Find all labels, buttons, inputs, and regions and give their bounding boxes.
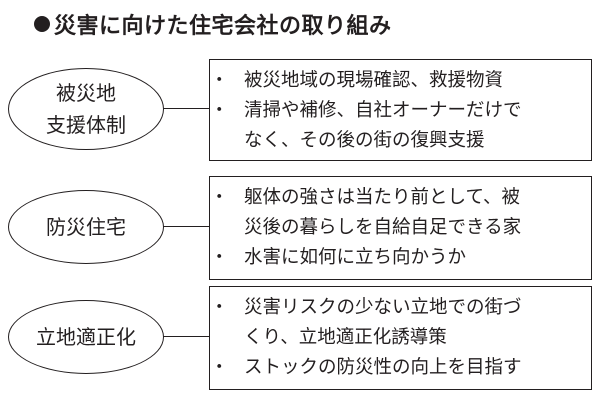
category-label-line: 支援体制 <box>46 113 126 137</box>
list-item: ・水害に如何に立ち向かうか <box>210 243 591 273</box>
category-oval-3: 立地適正化 <box>8 300 164 374</box>
bullet-circle-icon <box>34 16 50 32</box>
item-text: 水害に如何に立ち向かうか <box>244 247 467 268</box>
item-text: 躯体の強さは当たり前として、被 <box>244 187 521 208</box>
bullet-dot: ・ <box>210 247 229 268</box>
category-label-line: 被災地 <box>56 81 116 105</box>
list-item: ・災害リスクの少ない立地での街づ <box>210 293 591 323</box>
item-text-continued: 災後の暮らしを自給自足できる家 <box>244 217 522 238</box>
items-box-2: ・躯体の強さは当たり前として、被 災後の暮らしを自給自足できる家 ・水害に如何に… <box>209 176 592 280</box>
list-item: ・躯体の強さは当たり前として、被 <box>210 183 591 213</box>
diagram-title: 災害に向けた住宅会社の取り組み <box>34 8 392 40</box>
title-text: 災害に向けた住宅会社の取り組み <box>54 14 392 39</box>
bullet-dot: ・ <box>210 297 229 318</box>
item-text: ストックの防災性の向上を目指す <box>244 357 522 378</box>
item-text-continued: くり、立地適正化誘導策 <box>244 327 447 348</box>
item-text: 清掃や補修、自社オーナーだけで <box>244 100 522 121</box>
list-item: ・被災地域の現場確認、救援物資 <box>210 66 591 96</box>
category-oval-1: 被災地 支援体制 <box>8 68 164 150</box>
bullet-dot: ・ <box>210 100 229 121</box>
connector-line-2 <box>150 226 210 227</box>
connector-line-3 <box>150 336 210 337</box>
bullet-dot: ・ <box>210 187 229 208</box>
list-item: ・清掃や補修、自社オーナーだけで <box>210 96 591 126</box>
bullet-dot: ・ <box>210 357 229 378</box>
connector-line-1 <box>150 108 210 109</box>
category-oval-2: 防災住宅 <box>8 190 164 264</box>
category-label-line: 立地適正化 <box>36 325 136 349</box>
bullet-dot: ・ <box>210 70 229 91</box>
item-text: 災害リスクの少ない立地での街づ <box>244 297 522 318</box>
category-label-line: 防災住宅 <box>46 215 126 239</box>
item-text-continued: なく、その後の街の復興支援 <box>244 130 485 151</box>
list-item: ・ストックの防災性の向上を目指す <box>210 353 591 383</box>
items-box-1: ・被災地域の現場確認、救援物資 ・清掃や補修、自社オーナーだけで なく、その後の… <box>209 59 592 161</box>
items-box-3: ・災害リスクの少ない立地での街づ くり、立地適正化誘導策 ・ストックの防災性の向… <box>209 286 592 390</box>
item-text: 被災地域の現場確認、救援物資 <box>244 70 504 91</box>
